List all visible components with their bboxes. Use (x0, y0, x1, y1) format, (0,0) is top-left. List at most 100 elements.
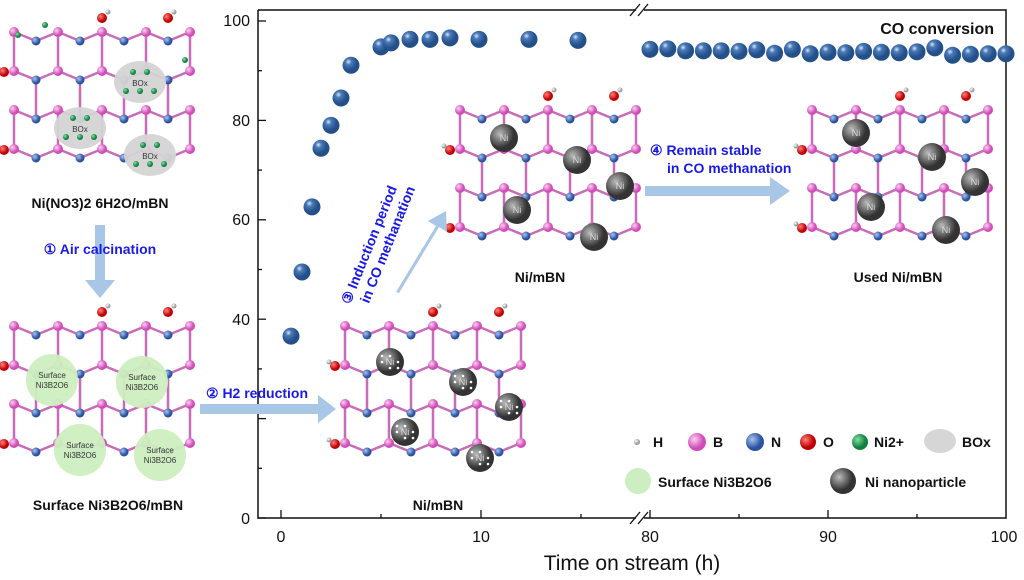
ni-nanoparticle-swatch-icon (830, 468, 856, 494)
ni-label: Ni (500, 133, 509, 143)
oxygen-vacancy-dot (486, 462, 490, 466)
ni-label: Ni (459, 377, 468, 387)
data-point (312, 139, 330, 157)
xtick-label: 0 (277, 529, 286, 546)
hydrogen-atom-icon (0, 360, 1, 364)
oxygen-vacancy-dot (453, 380, 457, 384)
ni2plus-ion-icon (154, 142, 160, 148)
ni-label: Ni (971, 177, 980, 187)
data-point (926, 39, 944, 57)
nitrogen-atom-icon (565, 192, 575, 202)
lattice-bonds (343, 324, 523, 454)
lattice-bonds (810, 108, 990, 238)
ni-nanoparticle-icon (580, 223, 608, 251)
nitrogen-atom-icon (450, 447, 460, 457)
ni2plus-ion-icon (77, 134, 83, 140)
ni-nanoparticle-icon (606, 172, 634, 200)
xtick-label: 100 (991, 529, 1018, 546)
panel-label-reduced: Ni/mBN (413, 497, 464, 513)
boron-atom-icon (9, 105, 19, 115)
nitrogen-atom-icon (31, 447, 41, 457)
nitrogen-atom-icon (961, 114, 971, 124)
oxygen-atom-icon (543, 91, 553, 101)
oxygen-vacancy-dot (380, 360, 384, 364)
data-point (997, 45, 1015, 63)
data-point (908, 43, 926, 61)
boron-atom-icon (53, 27, 63, 37)
nitrogen-atom-icon (829, 114, 839, 124)
nitrogen-atom-icon (609, 231, 619, 241)
process-arrows (85, 177, 790, 423)
boron-atom-icon (939, 183, 949, 193)
oxygen-atom-icon (797, 223, 807, 233)
lattice-bonds (458, 108, 638, 238)
boron-atom-icon (185, 144, 195, 154)
ni2plus-ion-icon (133, 161, 139, 167)
boron-atom-icon (455, 144, 465, 154)
ni-label: Ni (505, 402, 514, 412)
data-point (332, 89, 350, 107)
hydrogen-atom-icon (502, 303, 508, 309)
boron-atom-icon (97, 360, 107, 370)
panel-label-used: Used Ni/mBN (854, 269, 943, 285)
boron-atom-icon (472, 321, 482, 331)
ni-nanoparticle-icon (449, 368, 477, 396)
legend-ni2: Ni2+ (874, 434, 904, 450)
oxygen-vacancy-dot (395, 430, 399, 434)
oxygen-atom-icon (0, 145, 9, 155)
hydrogen-atom-icon (326, 359, 332, 365)
ytick-label: 0 (241, 511, 250, 528)
nitrogen-atom-icon (829, 231, 839, 241)
lattice-reduced (326, 303, 526, 457)
boron-atom-icon (141, 105, 151, 115)
oxygen-vacancy-dot (478, 462, 482, 466)
boron-atom-icon (141, 321, 151, 331)
oxygen-vacancy-dot (396, 366, 400, 370)
ni-label: Ni (852, 128, 861, 138)
nitrogen-atom-icon (917, 114, 927, 124)
boron-atom-icon (340, 438, 350, 448)
oxygen-atom-icon (895, 91, 905, 101)
nitrogen-atom-icon (75, 330, 85, 340)
ni2plus-ion-icon (63, 134, 69, 140)
nitrogen-atom-icon (609, 114, 619, 124)
patch-label: Surface (38, 371, 66, 380)
nitrogen-atom-icon (163, 408, 173, 418)
data-point (401, 30, 419, 48)
box-swatch-icon (924, 429, 956, 453)
boron-atom-icon (97, 27, 107, 37)
oxygen-atom-icon (961, 91, 971, 101)
panel-label-active: Ni/mBN (515, 269, 566, 285)
step-4-label-line1: ④ Remain stable (650, 142, 762, 158)
ni-label: Ni (513, 205, 522, 215)
oxygen-vacancy-dot (470, 450, 474, 454)
hydrogen-atom-icon (105, 9, 111, 15)
ni2plus-ion-icon (70, 115, 76, 121)
nitrogen-atom-icon (31, 75, 41, 85)
box-label: BOx (132, 79, 148, 88)
nitrogen-atom-icon (31, 36, 41, 46)
patch-label: Ni3B2O6 (126, 383, 159, 392)
surface-oxide-swatch-icon (625, 468, 651, 494)
nitrogen-atom-icon (917, 231, 927, 241)
boron-atom-icon (9, 399, 19, 409)
nitrogen-atom-icon (119, 36, 129, 46)
boron-atom-icon (185, 321, 195, 331)
boron-atom-icon (895, 105, 905, 115)
xtick-label: 10 (472, 529, 490, 546)
boron-atom-icon (53, 105, 63, 115)
oxygen-vacancy-dot (388, 366, 392, 370)
oxygen-vacancy-dot (478, 450, 482, 454)
data-point (890, 44, 908, 62)
boron-atom-icon (53, 144, 63, 154)
nitrogen-atom-icon (829, 192, 839, 202)
ni-label: Ni (928, 152, 937, 162)
nitrogen-atom-icon (609, 153, 619, 163)
oxygen-atom-icon (330, 361, 340, 371)
boron-atom-icon (97, 399, 107, 409)
diagram-overlays: BOxBOxBOxSurfaceNi3B2O6SurfaceNi3B2O6Sur… (15, 22, 989, 481)
boron-atom-icon (895, 183, 905, 193)
boron-atom-icon (472, 399, 482, 409)
hydrogen-swatch-icon (634, 439, 640, 445)
